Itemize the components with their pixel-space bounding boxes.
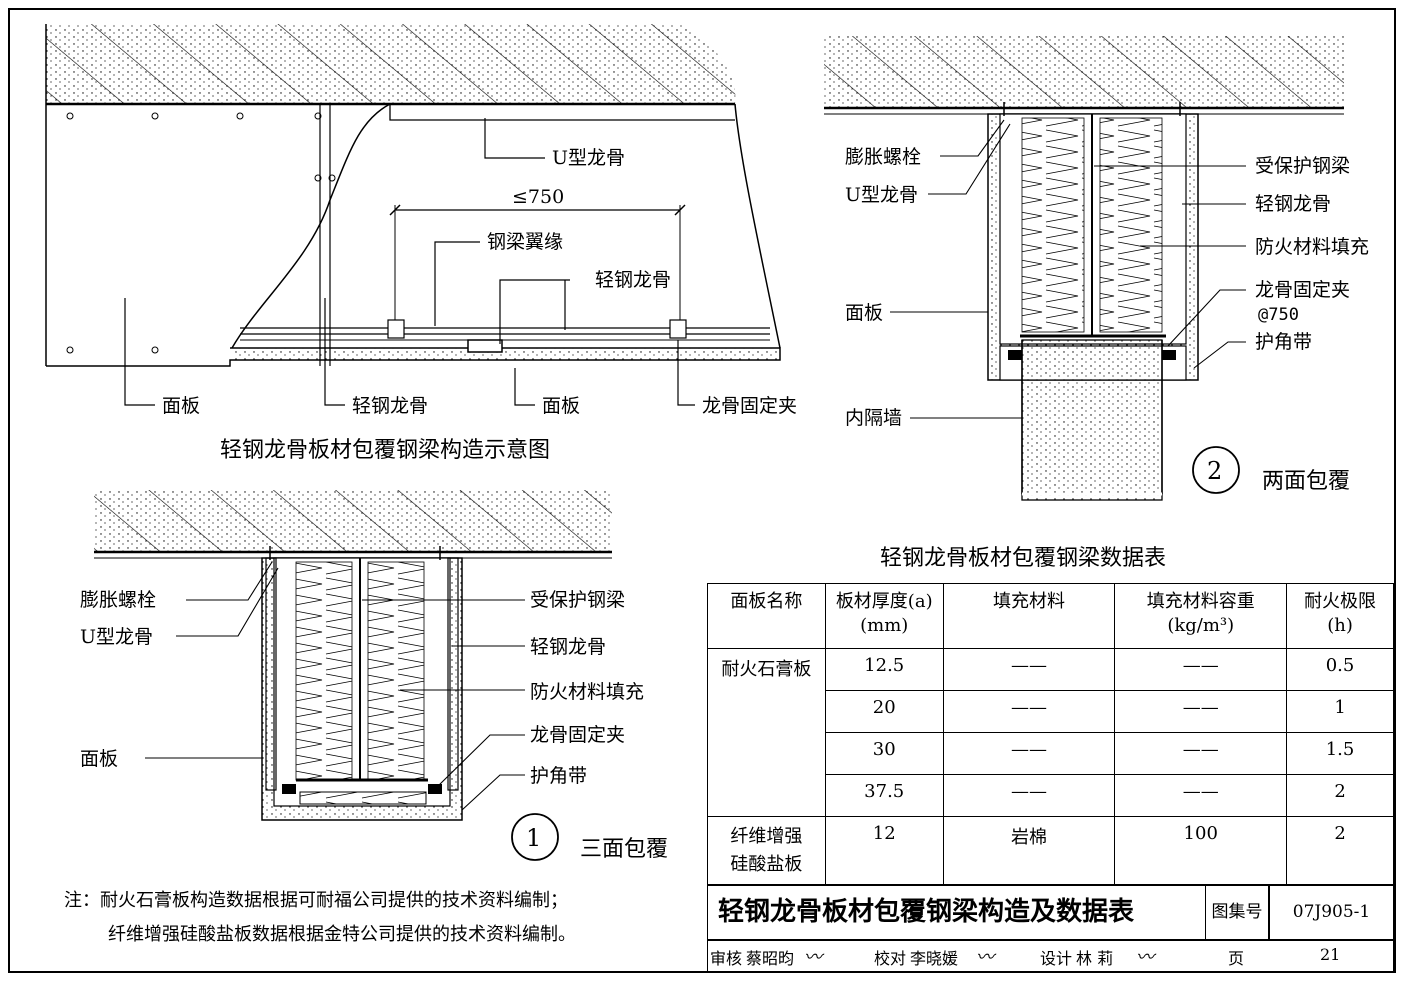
- table-row: 纤维增强硅酸盐板 12 岩棉 100 2: [707, 816, 1394, 886]
- detail-1-number: 1: [526, 824, 542, 852]
- cell-thickness: 12: [824, 816, 944, 886]
- d2-label-keel: 轻钢龙骨: [1255, 193, 1332, 215]
- designer-signature: 〰: [1136, 947, 1154, 968]
- header-density: 填充材料容重(kg/m³): [1114, 583, 1288, 649]
- d1-label-corner-tape: 护角带: [530, 765, 588, 787]
- cell-fill: ——: [942, 690, 1116, 733]
- d1-label-keel: 轻钢龙骨: [530, 636, 607, 658]
- header-panel-name: 面板名称: [707, 583, 826, 649]
- schematic-elevation: [45, 24, 790, 406]
- detail-1-name: 三面包覆: [580, 837, 669, 862]
- cell-density: ——: [1114, 690, 1288, 733]
- label-panel-left: 面板: [162, 395, 201, 417]
- table-row: 耐火石膏板 12.5 —— —— 0.5: [707, 648, 1394, 817]
- label-spacing-750: ≤750: [512, 186, 565, 208]
- d1-label-clip: 龙骨固定夹: [530, 724, 626, 746]
- cell-thickness: 37.5: [824, 774, 944, 817]
- cell-density: 100: [1114, 816, 1288, 886]
- d1-label-bolt: 膨胀螺栓: [80, 589, 157, 611]
- cell-thickness: 20: [824, 690, 944, 733]
- cell-gypsum-name: 耐火石膏板: [707, 648, 826, 817]
- note-line-1: 注：耐火石膏板构造数据根据可耐福公司提供的技术资料编制；: [64, 890, 568, 911]
- page-label: 页: [1228, 949, 1245, 968]
- note-line-2: 纤维增强硅酸盐板数据根据金特公司提供的技术资料编制。: [108, 924, 576, 945]
- d1-label-fire-fill: 防火材料填充: [530, 681, 645, 703]
- d1-label-protected-beam: 受保护钢梁: [530, 589, 626, 611]
- data-table: 面板名称 板材厚度(a)(mm) 填充材料 填充材料容重(kg/m³) 耐火极限…: [707, 583, 1394, 886]
- label-light-steel-keel-top: 轻钢龙骨: [595, 269, 672, 291]
- header-fill: 填充材料: [942, 583, 1116, 649]
- table-header-row: 面板名称 板材厚度(a)(mm) 填充材料 填充材料容重(kg/m³) 耐火极限…: [707, 583, 1394, 649]
- cell-limit: 2: [1286, 774, 1394, 817]
- cell-fiber-name: 纤维增强硅酸盐板: [707, 816, 826, 886]
- title-block-signatures: 审核 蔡昭昀 〰 校对 李晓媛 〰 设计 林 莉 〰 页 21: [707, 940, 1394, 973]
- title-block: 轻钢龙骨板材包覆钢梁构造及数据表 图集号 07J905-1 审核 蔡昭昀 〰 校…: [707, 884, 1394, 973]
- cell-density: ——: [1114, 774, 1288, 817]
- cell-fill: ——: [942, 732, 1116, 775]
- cell-limit: 1: [1286, 690, 1394, 733]
- table-row: 20 —— —— 1: [708, 690, 1394, 733]
- check-label: 校对: [874, 949, 907, 968]
- review-label: 审核: [710, 949, 743, 968]
- cell-density: ——: [1114, 648, 1288, 691]
- title-block-title: 轻钢龙骨板材包覆钢梁构造及数据表: [707, 884, 1205, 940]
- cell-limit: 1.5: [1286, 732, 1394, 775]
- d2-label-bolt: 膨胀螺栓: [845, 146, 922, 168]
- cell-thickness: 12.5: [824, 648, 944, 691]
- checker-signature: 〰: [976, 947, 994, 968]
- diagram-title: 轻钢龙骨板材包覆钢梁构造示意图: [220, 438, 551, 463]
- table-row: 30 —— —— 1.5: [708, 732, 1394, 775]
- designer-name: 林 莉: [1076, 949, 1114, 968]
- design-label: 设计: [1040, 949, 1073, 968]
- d1-label-u-keel: U型龙骨: [80, 626, 154, 648]
- reviewer-name: 蔡昭昀: [746, 949, 795, 968]
- page-number: 21: [1320, 945, 1341, 964]
- cell-fill: ——: [942, 774, 1116, 817]
- d1-label-panel: 面板: [80, 748, 119, 770]
- d2-label-inner-wall: 内隔墙: [845, 407, 903, 429]
- detail-2-section: [824, 36, 1344, 501]
- detail-2-name: 两面包覆: [1262, 469, 1351, 494]
- label-clip-bottom: 龙骨固定夹: [702, 395, 798, 417]
- cell-thickness: 30: [824, 732, 944, 775]
- header-thickness: 板材厚度(a)(mm): [824, 583, 944, 649]
- label-keel-bottom: 轻钢龙骨: [352, 395, 429, 417]
- atlas-label: 图集号: [1205, 884, 1269, 940]
- cell-limit: 0.5: [1286, 648, 1394, 691]
- drawing-frame: [8, 8, 1396, 973]
- table-row: 37.5 —— —— 2: [708, 774, 1394, 817]
- cell-density: ——: [1114, 732, 1288, 775]
- d2-label-panel: 面板: [845, 302, 884, 324]
- cell-fill: 岩棉: [942, 816, 1116, 886]
- detail-1-section: [94, 490, 612, 861]
- checker-name: 李晓媛: [910, 949, 959, 968]
- detail-2-number: 2: [1207, 457, 1223, 485]
- d2-label-u-keel: U型龙骨: [845, 184, 919, 206]
- label-panel-bottom: 面板: [542, 395, 581, 417]
- d2-label-clip: 龙骨固定夹: [1255, 279, 1351, 301]
- cell-fill: ——: [942, 648, 1116, 691]
- table-title: 轻钢龙骨板材包覆钢梁数据表: [880, 546, 1167, 571]
- atlas-number: 07J905-1: [1269, 884, 1394, 940]
- cell-limit: 2: [1286, 816, 1394, 886]
- d2-label-clip-spacing: @750: [1258, 305, 1299, 325]
- label-u-keel-top: U型龙骨: [552, 147, 626, 169]
- d2-label-corner-tape: 护角带: [1255, 331, 1313, 353]
- reviewer-signature: 〰: [804, 947, 822, 968]
- label-beam-flange: 钢梁翼缘: [487, 231, 564, 253]
- d2-label-protected-beam: 受保护钢梁: [1255, 155, 1351, 177]
- d2-label-fire-fill: 防火材料填充: [1255, 236, 1370, 258]
- header-fire-limit: 耐火极限(h): [1286, 583, 1394, 649]
